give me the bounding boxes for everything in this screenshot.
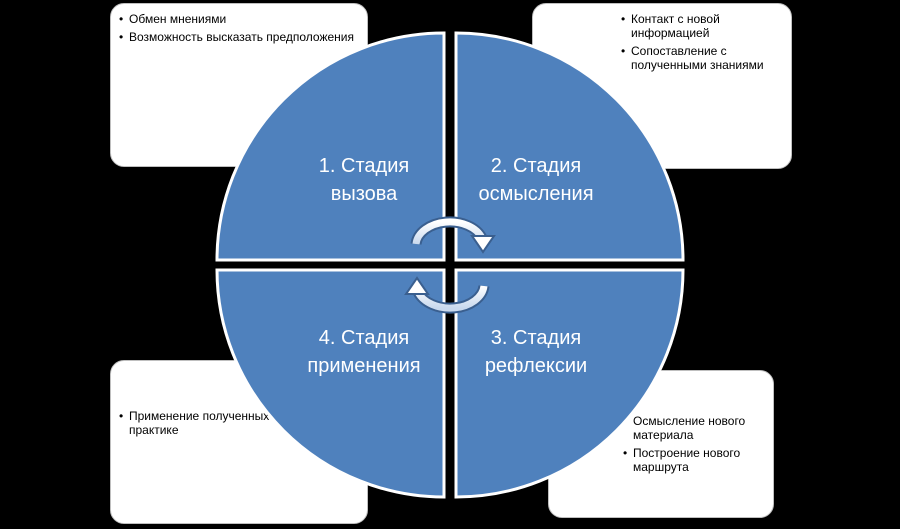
quadrant-stage-1 [215, 31, 446, 262]
note-item: Сопоставление с полученными знаниями [621, 44, 783, 72]
cycle-arrow-bottom-icon [404, 276, 490, 314]
stage-3-title-line1: 3. Стадия [491, 327, 581, 349]
stage-4-title-line2: применения [307, 355, 420, 377]
stage-1-title-line2: вызова [331, 183, 398, 205]
note-item: Обмен мнениями [119, 12, 357, 26]
stage-3-title-line2: рефлексии [485, 355, 587, 377]
cycle-arrow-top-icon [410, 216, 496, 254]
stage-4-title-line1: 4. Стадия [319, 327, 409, 349]
quadrant-stage-2 [454, 31, 685, 262]
note-item: Контакт с новой информацией [621, 12, 783, 40]
note-item: Возможность высказать предположения [119, 30, 357, 44]
quadrant-stage-3 [454, 268, 685, 499]
stage-1-title-line1: 1. Стадия [319, 155, 409, 177]
stage-2-title-line2: осмысления [478, 183, 593, 205]
stage-2-title-line1: 2. Стадия [491, 155, 581, 177]
note-item: Построение нового маршрута [623, 446, 765, 474]
quadrant-stage-4 [215, 268, 446, 499]
